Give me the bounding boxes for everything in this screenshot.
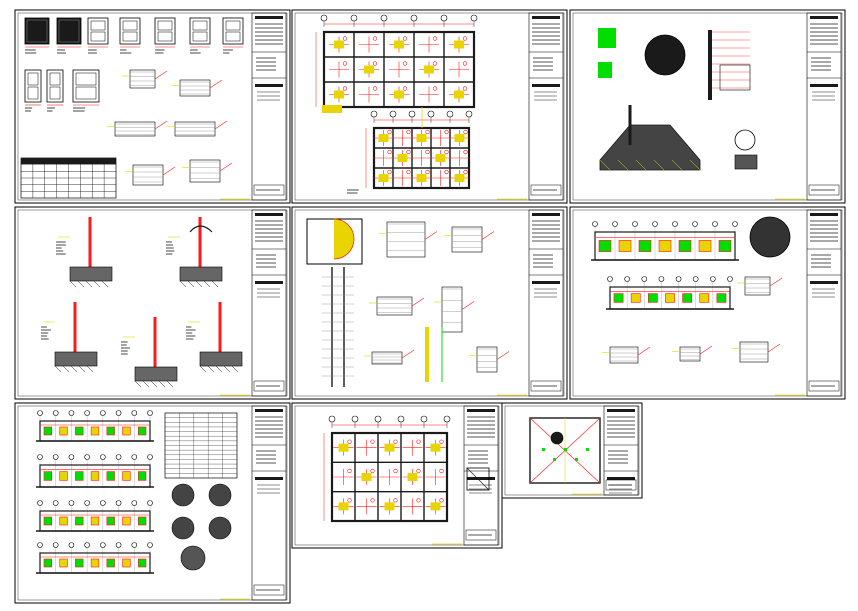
sheet-02 — [291, 9, 568, 204]
sheet-06 — [569, 206, 846, 400]
sheet-01 — [14, 9, 291, 204]
sheet-03 — [569, 9, 846, 204]
sheet-05 — [291, 206, 568, 400]
sheet-04 — [14, 206, 291, 400]
sheet-09 — [501, 402, 643, 499]
sheet-08 — [291, 402, 503, 549]
sheet-07 — [14, 402, 291, 604]
